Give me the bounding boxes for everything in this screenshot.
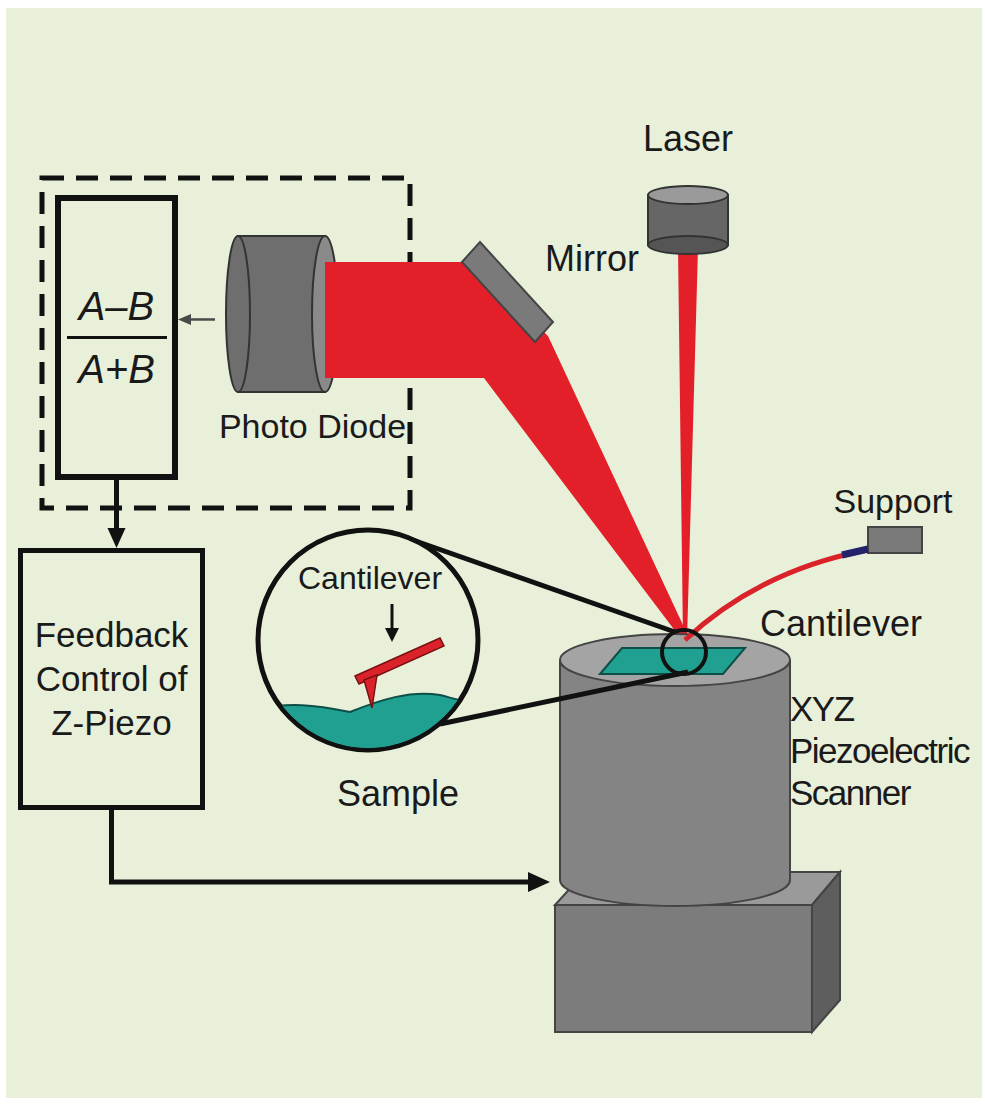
zoom-line	[440, 672, 688, 724]
connector-line	[112, 810, 531, 882]
connector	[112, 810, 551, 892]
mirror-label: Mirror	[545, 238, 639, 279]
cantilever-mount	[842, 549, 868, 555]
support	[868, 527, 922, 553]
cantilever-tip	[364, 675, 377, 708]
connector	[178, 314, 215, 325]
cantilever-arm	[355, 638, 444, 684]
node-text: Feedback Control of Z-Piezo	[29, 613, 194, 744]
photodiode: Photo Diode	[215, 232, 410, 448]
node-text: Photo Diode	[215, 407, 410, 446]
node-text: XYZ Piezoelectric Scanner	[790, 688, 976, 814]
cantilever-label: Cantilever	[760, 603, 922, 644]
photodiode-back	[226, 236, 250, 392]
zoom-spot	[662, 630, 706, 674]
scanner-edge	[559, 660, 561, 880]
base-front	[555, 905, 812, 1032]
arrow-head	[528, 872, 550, 892]
scanner-top	[560, 634, 790, 686]
pointer-line	[391, 604, 394, 630]
piezo-scanner: XYZ Piezoelectric Scanner	[550, 630, 980, 1035]
node-text: A–B	[79, 282, 155, 330]
laser-beam	[678, 248, 698, 640]
mirror	[462, 242, 553, 342]
magnified-view	[250, 638, 490, 770]
support-label: Support	[833, 482, 952, 521]
feedback-box: Feedback Control of Z-Piezo	[18, 548, 205, 810]
laser-top	[648, 186, 728, 204]
background	[6, 8, 982, 1098]
connector	[108, 480, 126, 548]
arrow-head	[108, 528, 126, 548]
laser-label: Laser	[643, 118, 733, 159]
base-side	[812, 872, 840, 1032]
cantilever-label: Cantilever	[298, 560, 442, 597]
sample-surface	[250, 694, 490, 770]
ratio-box: A–B A+B	[55, 195, 178, 480]
laser-bottom	[648, 236, 728, 254]
fraction-bar	[67, 336, 167, 339]
connector-line	[114, 480, 119, 530]
connector-line	[189, 318, 215, 321]
pointer-head	[385, 628, 399, 642]
sample-label: Sample	[337, 773, 459, 814]
arrow-head	[178, 314, 191, 325]
node-text: A+B	[78, 345, 155, 393]
